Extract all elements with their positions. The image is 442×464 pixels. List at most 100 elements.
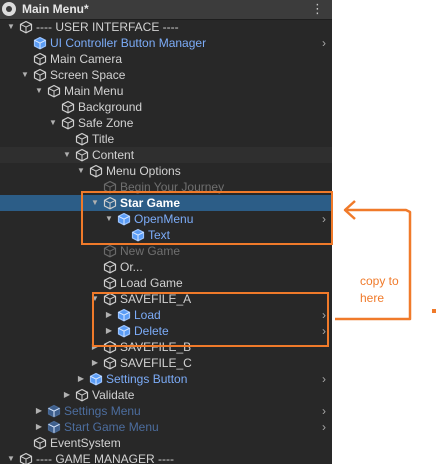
gameobject-cube-icon <box>89 164 103 178</box>
open-prefab-chevron-icon[interactable]: › <box>322 308 326 322</box>
hierarchy-row-label: New Game <box>120 244 181 258</box>
expand-arrow-down-icon[interactable]: ▼ <box>35 86 43 95</box>
expand-arrow-down-icon[interactable]: ▼ <box>7 22 15 31</box>
expand-arrow-right-icon[interactable]: ▶ <box>105 326 113 335</box>
hierarchy-row[interactable]: ▼OpenMenu› <box>0 211 332 227</box>
expand-arrow-down-icon[interactable]: ▼ <box>63 150 71 159</box>
expand-arrow-right-icon[interactable]: ▶ <box>77 374 85 383</box>
hierarchy-row[interactable]: ▶Load› <box>0 307 332 323</box>
open-prefab-chevron-icon[interactable]: › <box>322 324 326 338</box>
gameobject-cube-icon <box>33 68 47 82</box>
gameobject-cube-icon <box>19 20 33 34</box>
open-prefab-chevron-icon[interactable]: › <box>322 404 326 418</box>
hierarchy-row[interactable]: ▼ Menu Options <box>0 163 332 179</box>
gameobject-cube-icon <box>33 52 47 66</box>
gameobject-cube-icon <box>103 180 117 194</box>
hierarchy-row-label: Main Menu <box>64 84 124 98</box>
hierarchy-row[interactable]: ▼ Main Menu <box>0 83 332 99</box>
hierarchy-row-label: Settings Button <box>106 372 188 386</box>
hierarchy-row[interactable]: ▼ Content <box>0 147 332 163</box>
prefab-cube-icon <box>33 36 47 50</box>
hierarchy-row[interactable]: EventSystem <box>0 435 332 451</box>
scene-title: Main Menu* <box>22 2 89 16</box>
hierarchy-row[interactable]: ▶ SAVEFILE_B <box>0 339 332 355</box>
open-prefab-chevron-icon[interactable]: › <box>322 36 326 50</box>
hierarchy-row-label: Background <box>78 100 143 114</box>
expand-arrow-right-icon[interactable]: ▶ <box>105 310 113 319</box>
gameobject-cube-icon <box>103 196 117 210</box>
hierarchy-row-label: Start Game Menu <box>64 420 159 434</box>
hierarchy-row-label: SAVEFILE_B <box>120 340 192 354</box>
unity-logo-icon <box>2 2 16 16</box>
hierarchy-row[interactable]: UI Controller Button Manager› <box>0 35 332 51</box>
hierarchy-row[interactable]: ▶ SAVEFILE_C <box>0 355 332 371</box>
hierarchy-row-label: Begin Your Journey <box>120 180 225 194</box>
hierarchy-row-label: Content <box>92 148 135 162</box>
prefab-cube-icon <box>117 324 131 338</box>
expand-arrow-right-icon[interactable]: ▶ <box>35 422 43 431</box>
open-prefab-chevron-icon[interactable]: › <box>322 212 326 226</box>
expand-arrow-down-icon[interactable]: ▼ <box>21 70 29 79</box>
kebab-menu-icon[interactable]: ⋮ <box>311 1 324 16</box>
gameobject-cube-icon <box>103 244 117 258</box>
hierarchy-row-label: Text <box>148 228 171 242</box>
prefab-cube-icon <box>117 212 131 226</box>
gameobject-cube-icon <box>75 148 89 162</box>
gameobject-cube-icon <box>47 84 61 98</box>
expand-arrow-right-icon[interactable]: ▶ <box>91 358 99 367</box>
hierarchy-row-label: EventSystem <box>50 436 121 450</box>
hierarchy-row[interactable]: Load Game <box>0 275 332 291</box>
hierarchy-row[interactable]: New Game <box>0 243 332 259</box>
hierarchy-row[interactable]: ▼SAVEFILE_A <box>0 291 332 307</box>
gameobject-cube-icon <box>103 260 117 274</box>
hierarchy-row-label: ---- GAME MANAGER ---- <box>36 452 174 464</box>
hierarchy-row-label: Menu Options <box>106 164 181 178</box>
hierarchy-row[interactable]: ▶Delete› <box>0 323 332 339</box>
hierarchy-row-label: Validate <box>92 388 135 402</box>
hierarchy-row[interactable]: ▶ Validate <box>0 387 332 403</box>
open-prefab-chevron-icon[interactable]: › <box>322 420 326 434</box>
hierarchy-row-label: Settings Menu <box>64 404 141 418</box>
expand-arrow-right-icon[interactable]: ▶ <box>91 342 99 351</box>
open-prefab-chevron-icon[interactable]: › <box>322 372 326 386</box>
expand-arrow-down-icon[interactable]: ▼ <box>7 454 15 463</box>
hierarchy-row-label: Load Game <box>120 276 183 290</box>
expand-arrow-right-icon[interactable]: ▶ <box>63 390 71 399</box>
hierarchy-row-label: SAVEFILE_C <box>120 356 192 370</box>
expand-arrow-right-icon[interactable]: ▶ <box>35 406 43 415</box>
hierarchy-row[interactable]: ▼Safe Zone <box>0 115 332 131</box>
expand-arrow-down-icon[interactable]: ▼ <box>105 214 113 223</box>
gameobject-cube-icon <box>33 436 47 450</box>
hierarchy-row[interactable]: ▼ ---- USER INTERFACE ---- <box>0 19 332 35</box>
gameobject-cube-icon <box>19 452 33 464</box>
prefab-cube-icon <box>131 228 145 242</box>
hierarchy-row[interactable]: ▶ Settings Menu › <box>0 403 332 419</box>
expand-arrow-down-icon[interactable]: ▼ <box>77 166 85 175</box>
gameobject-cube-icon <box>103 356 117 370</box>
hierarchy-row[interactable]: Begin Your Journey <box>0 179 332 195</box>
hierarchy-row[interactable]: ▶ Settings Button › <box>0 371 332 387</box>
hierarchy-row[interactable]: Title <box>0 131 332 147</box>
hierarchy-row[interactable]: ▼ Star Game <box>0 195 332 211</box>
hierarchy-row-label: Title <box>92 132 115 146</box>
gameobject-cube-icon <box>103 292 117 306</box>
hierarchy-row-label: ---- USER INTERFACE ---- <box>36 20 179 34</box>
hierarchy-row[interactable]: Text <box>0 227 332 243</box>
expand-arrow-down-icon[interactable]: ▼ <box>91 198 99 207</box>
orange-dot <box>432 309 436 313</box>
hierarchy-row[interactable]: Background <box>0 99 332 115</box>
gameobject-cube-icon <box>103 340 117 354</box>
hierarchy-row[interactable]: ▶ Start Game Menu › <box>0 419 332 435</box>
prefab-cube-icon <box>47 420 61 434</box>
hierarchy-row[interactable]: ▼ ---- GAME MANAGER ---- <box>0 451 332 464</box>
hierarchy-row-label: Star Game <box>120 196 181 210</box>
gameobject-cube-icon <box>75 388 89 402</box>
hierarchy-row[interactable]: ▼Screen Space <box>0 67 332 83</box>
hierarchy-panel: Main Menu* ⋮ ▼ ---- USER INTERFACE ----UI… <box>0 0 332 464</box>
hierarchy-row[interactable]: Main Camera <box>0 51 332 67</box>
hierarchy-row[interactable]: Or... <box>0 259 332 275</box>
hierarchy-titlebar: Main Menu* ⋮ <box>0 0 332 20</box>
expand-arrow-down-icon[interactable]: ▼ <box>91 294 99 303</box>
expand-arrow-down-icon[interactable]: ▼ <box>49 118 57 127</box>
gameobject-cube-icon <box>61 100 75 114</box>
